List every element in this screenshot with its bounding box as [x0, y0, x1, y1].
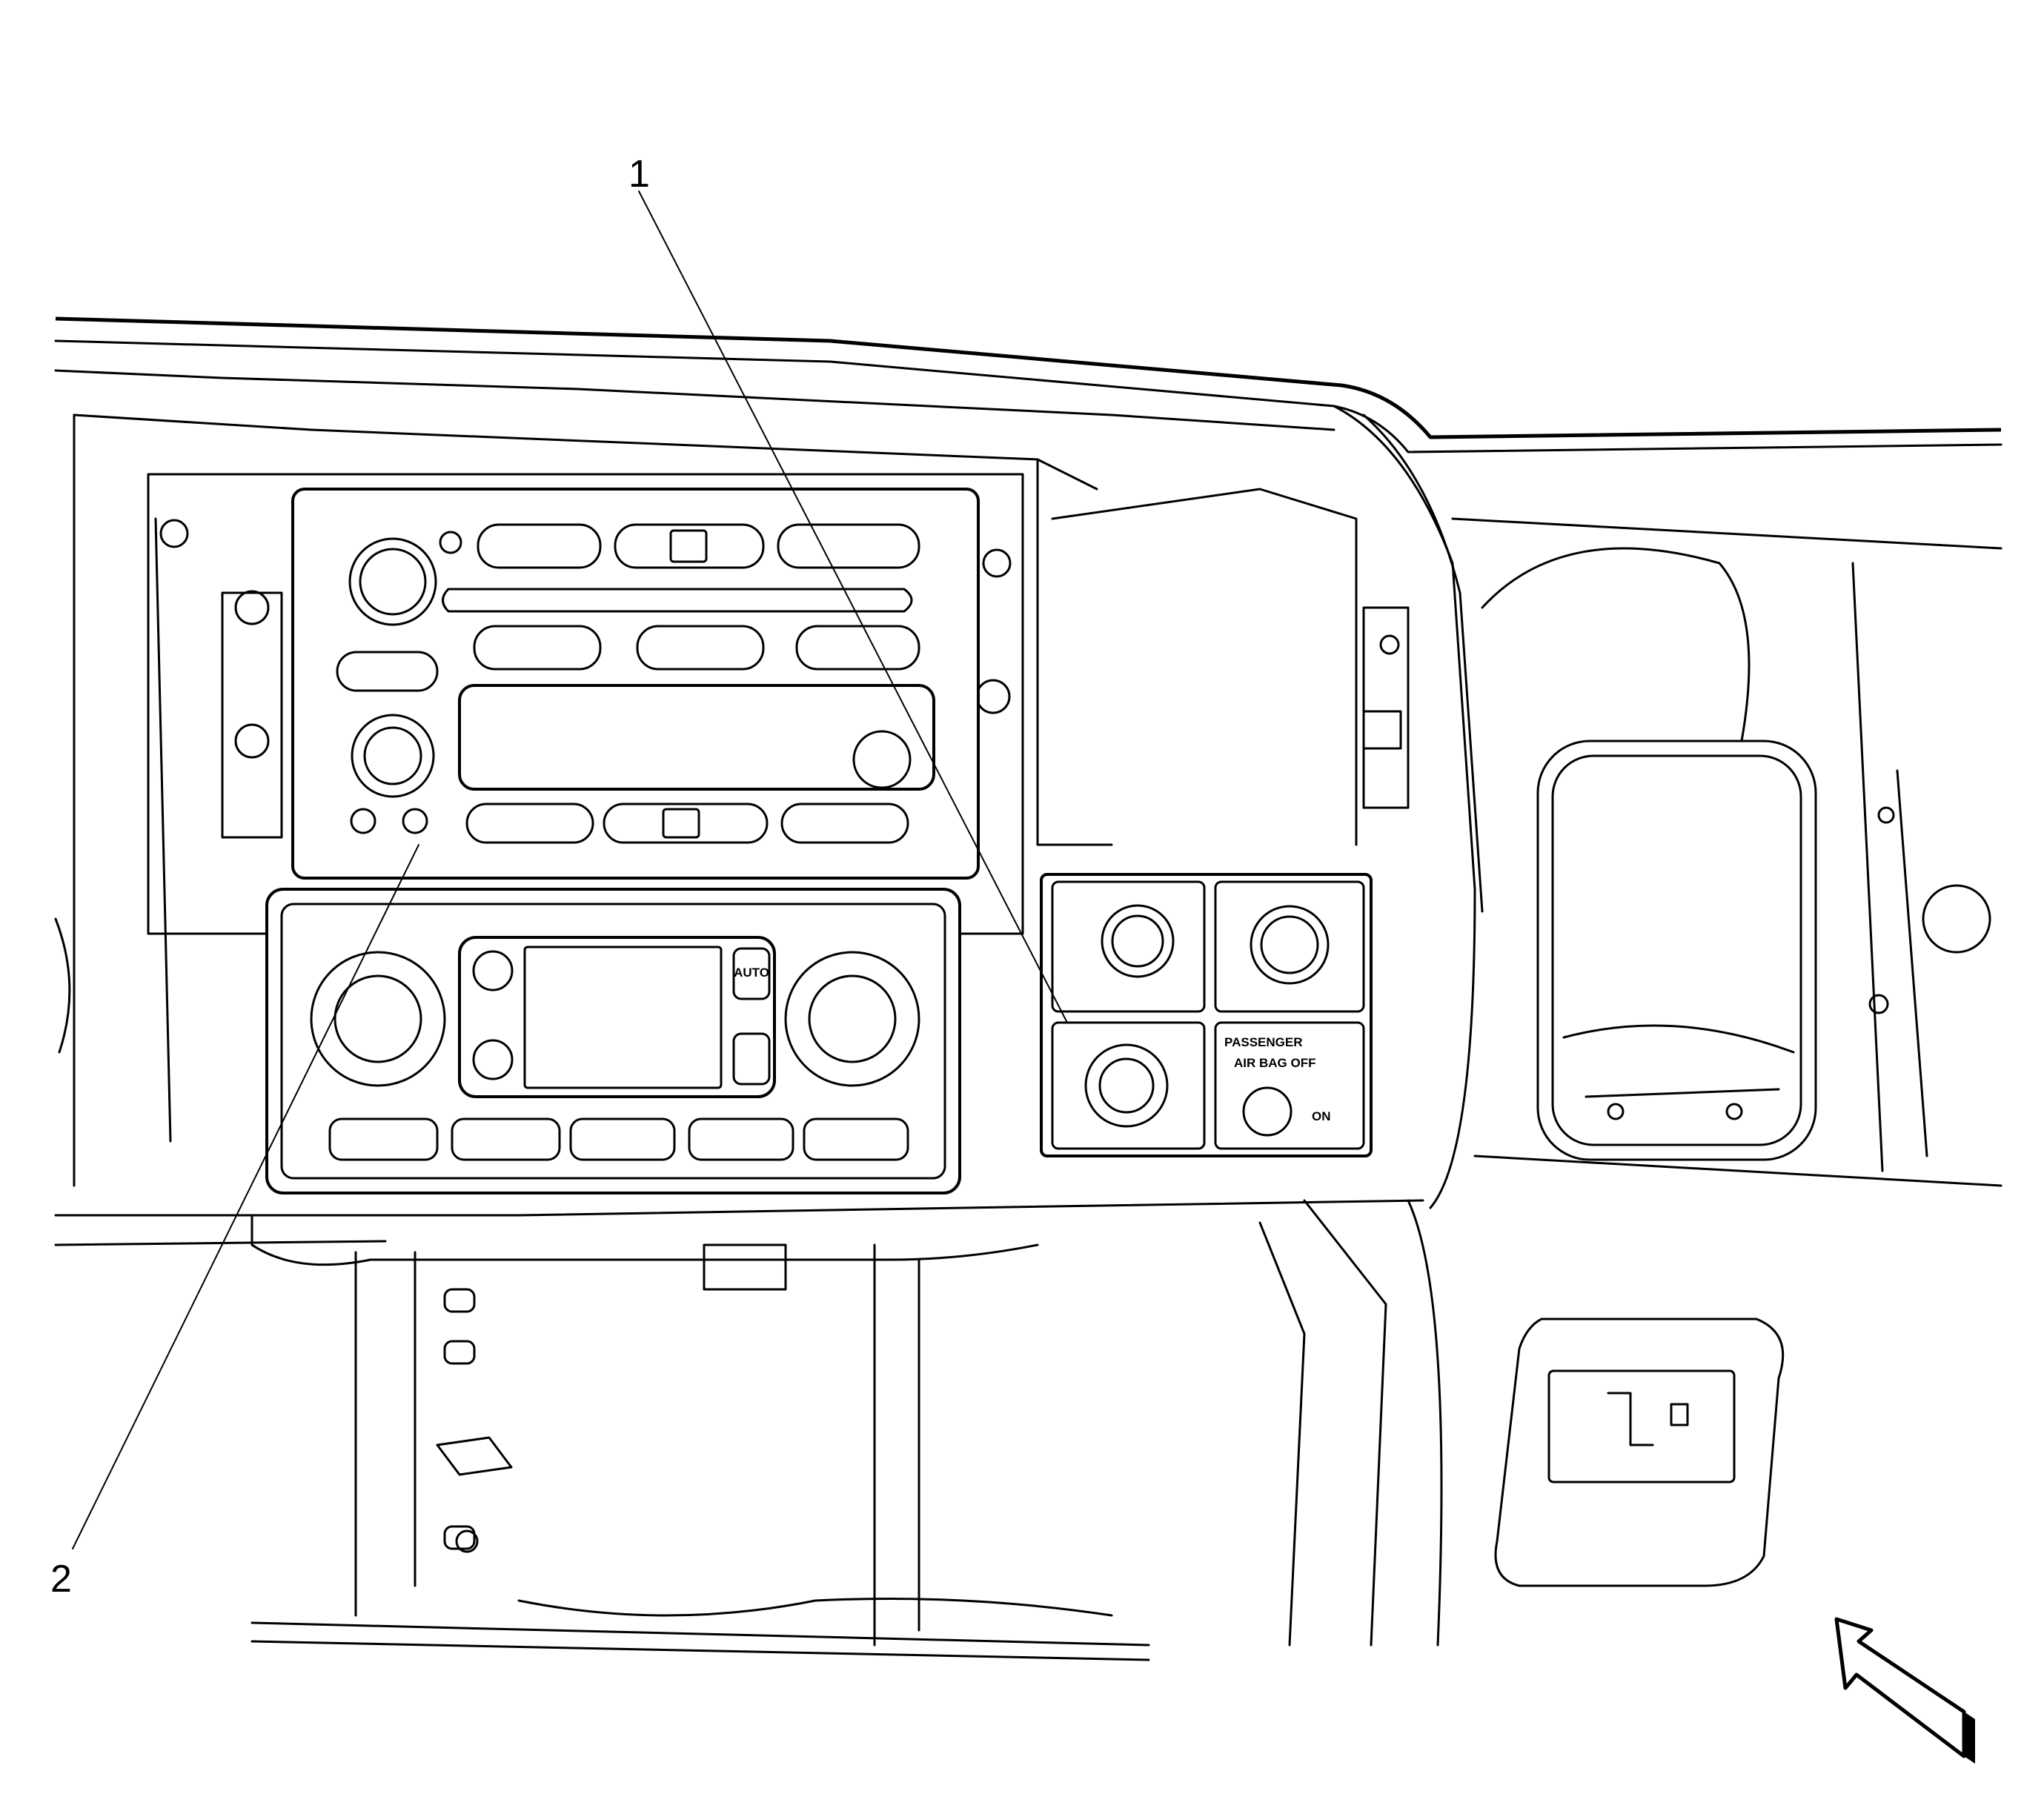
hvac-control-unit: AUTO: [265, 888, 961, 1195]
airbag-on-label: ON: [1312, 1109, 1331, 1123]
airbag-off-label: AIR BAG OFF: [1234, 1056, 1316, 1070]
passenger-lower-pocket: [1494, 1318, 1785, 1587]
callout-2: 2: [50, 1558, 72, 1601]
passenger-label: PASSENGER: [1224, 1035, 1303, 1049]
leader-line-1: [638, 190, 1068, 1023]
lower-console: [250, 1199, 1443, 1661]
leader-lines: [72, 190, 1068, 1549]
passenger-vent-opening: [1481, 547, 1991, 1172]
switch-panel: PASSENGER AIR BAG OFF ON: [1040, 873, 1373, 1157]
radio-bracket: [73, 413, 1410, 935]
leader-line-2: [72, 844, 419, 1549]
radio-unit: [291, 488, 980, 880]
view-direction-arrow-icon: [1834, 1617, 1975, 1764]
upper-dash-outline: [54, 316, 2002, 1246]
callout-1: 1: [628, 153, 650, 196]
hvac-auto-label: AUTO: [734, 966, 769, 980]
